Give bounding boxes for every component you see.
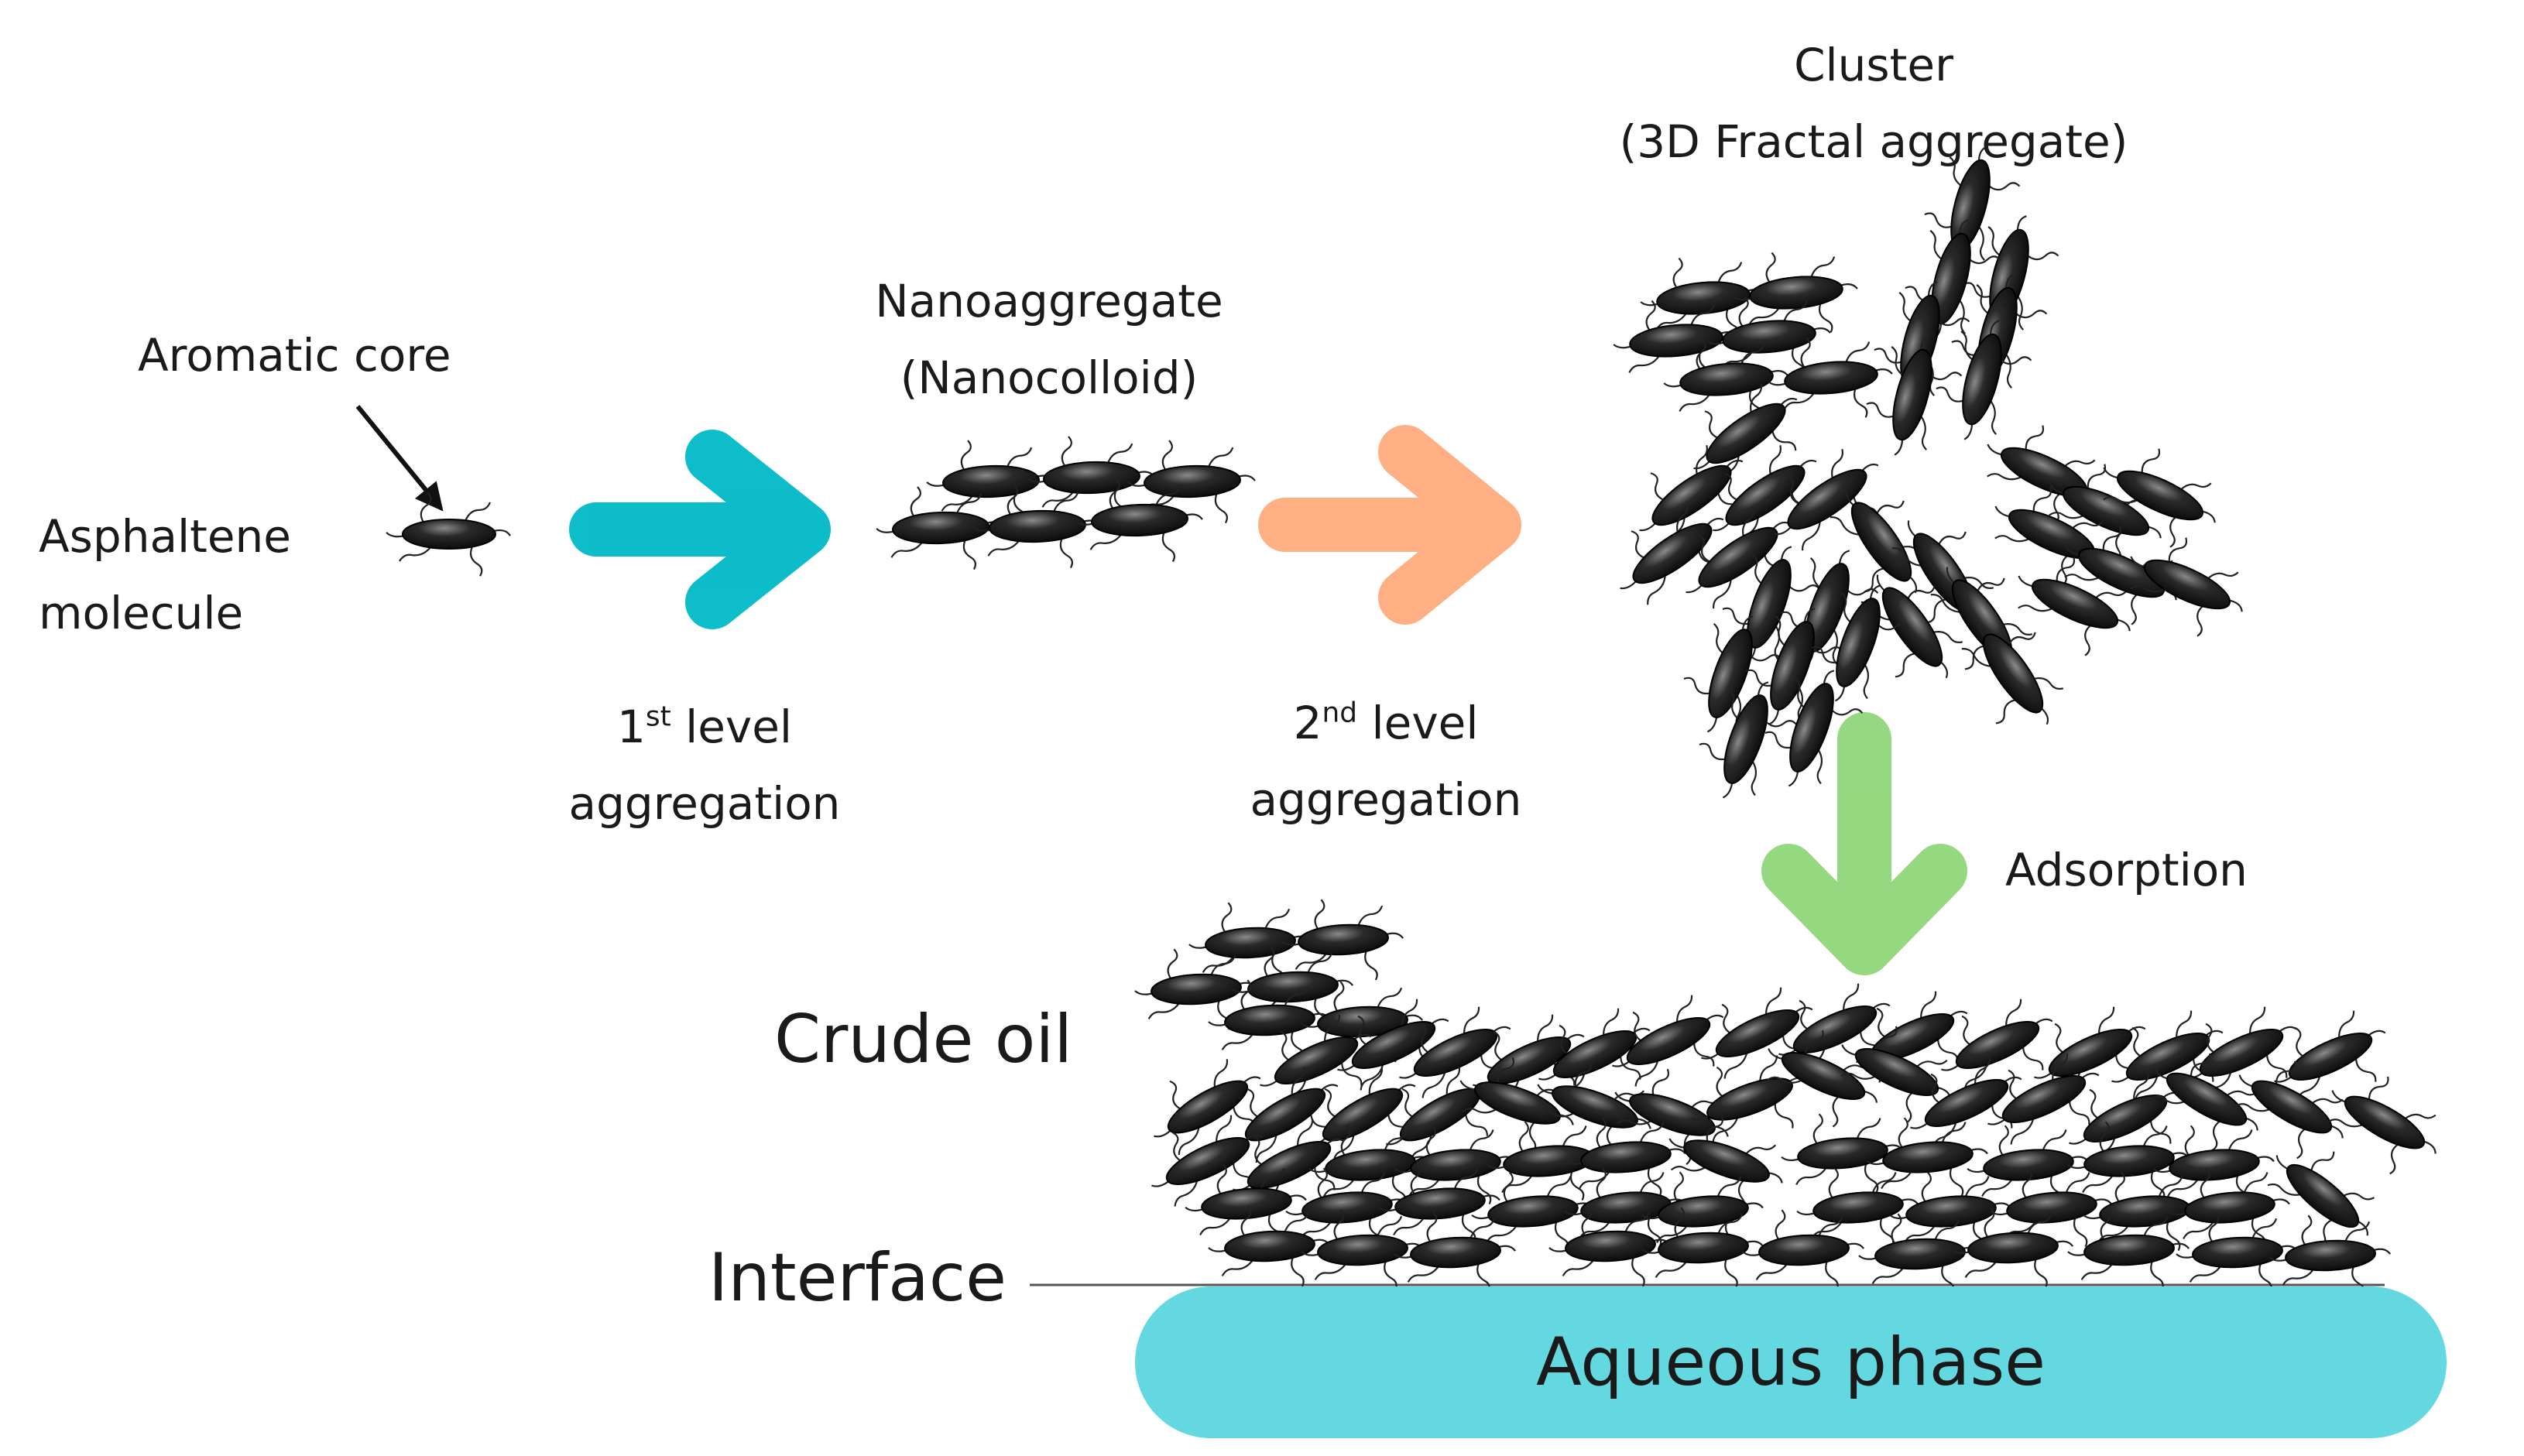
asphaltene-molecule-icon	[1308, 1067, 1416, 1163]
asphaltene-molecule-icon	[1990, 1167, 2112, 1248]
first-level-arrow	[569, 430, 831, 629]
first-level-aggregation-label: 1st level aggregation	[534, 689, 875, 841]
asphaltene-molecule-icon	[876, 486, 1004, 570]
asphaltene-molecule-icon	[1742, 1209, 1865, 1291]
asphaltene-molecule-icon	[1564, 1117, 1686, 1197]
asphaltene-molecule-icon	[2018, 557, 2131, 656]
asphaltene-molecule-icon	[1768, 337, 1893, 418]
interfacial-film-molecules	[1134, 899, 2437, 1297]
asphaltene-molecule-icon	[1614, 1068, 1729, 1166]
asphaltene-molecule-icon	[1134, 948, 1257, 1030]
asphaltene-molecule-icon	[1796, 1167, 1919, 1248]
asphaltene-molecule-icon	[1668, 1115, 1783, 1212]
asphaltene-molecule-icon	[1260, 1014, 1372, 1106]
asphaltene-molecule-icon	[2067, 1209, 2190, 1291]
asphaltene-molecule-icon	[1733, 252, 1858, 333]
asphaltene-molecule-icon	[1612, 995, 1724, 1087]
asphaltene-molecule-icon	[1706, 296, 1831, 377]
asphaltene-molecule-icon	[1075, 478, 1203, 563]
asphaltene-molecule-icon	[1987, 1053, 2100, 1145]
asphaltene-molecule-icon	[2130, 537, 2243, 637]
interface-label: Interface	[708, 1239, 1007, 1317]
asphaltene-molecule-icon	[1767, 1029, 1878, 1128]
asphaltene-molecule-icon	[1722, 546, 1821, 663]
nano-line2: (Nanocolloid)	[900, 351, 1199, 404]
aqueous-phase-region: Aqueous phase	[1135, 1286, 2447, 1438]
asphaltene-molecule-icon	[1208, 1205, 1331, 1287]
asphaltene-molecule-icon	[1691, 1055, 1807, 1142]
asphaltene-molecule-icon	[1961, 621, 2064, 725]
first-level-line2: aggregation	[568, 776, 841, 830]
asphaltene-molecule-icon	[2150, 1053, 2258, 1152]
cluster-line1: Cluster	[1794, 39, 1953, 91]
second-level-arrow	[1258, 425, 1521, 625]
asphaltene-molecule-icon	[1285, 1167, 1408, 1248]
asphaltene-molecule-icon	[1764, 670, 1864, 787]
second-level-line2: aggregation	[1250, 773, 1522, 826]
asphaltene-molecule-icon	[386, 492, 511, 577]
cluster-line2: (3D Fractal aggregate)	[1619, 115, 2128, 168]
single-molecule	[386, 492, 511, 577]
first-level-line1: 1st level	[616, 701, 793, 753]
crude-oil-label: Crude oil	[774, 1001, 1073, 1078]
asphaltene-molecule-icon	[2267, 1151, 2375, 1249]
asphaltene-molecule-icon	[1154, 1059, 1261, 1156]
asphaltene-molecule-icon	[2235, 1060, 2344, 1160]
asphaltene-molecule-icon	[1811, 584, 1910, 702]
second-level-line1: 2nd level	[1293, 697, 1479, 749]
second-level-aggregation-label: 2nd level aggregation	[1216, 685, 1556, 838]
asphaltene-molecule-icon	[1641, 1207, 1764, 1289]
asphaltene-molecule-icon	[1471, 1171, 1593, 1252]
asphaltene-molecule-icon	[1620, 502, 1724, 605]
asphaltene-molecule-icon	[1858, 1213, 1981, 1295]
aqueous-phase-label: Aqueous phase	[1535, 1324, 2046, 1401]
asphaltene-molecule-icon	[2269, 1214, 2392, 1297]
asphaltene-molecule-icon	[1699, 681, 1798, 799]
asphaltene-molecule-icon	[1548, 1205, 1672, 1287]
asphaltene-molecule-icon	[1866, 335, 1963, 456]
asphaltene-molecule-icon	[1780, 550, 1879, 667]
aromatic-core-pointer	[355, 405, 444, 512]
nano-line1: Nanoaggregate	[875, 275, 1223, 327]
asphaltene-molecule-icon	[1459, 1057, 1574, 1154]
asphaltene-molecule-icon	[1781, 1113, 1903, 1194]
asphaltene-molecule-icon	[1301, 1209, 1424, 1291]
cluster-label: Cluster (3D Fractal aggregate)	[1564, 27, 2183, 180]
asphaltene-molecule-icon	[2111, 1010, 2224, 1102]
asphaltene-line1: Asphaltene	[39, 510, 291, 563]
asphaltene-molecule-icon	[1693, 382, 1798, 485]
asphaltene-molecule-icon	[1951, 1207, 2074, 1289]
adsorption-arrow	[1761, 712, 1967, 975]
asphaltene-molecule-icon	[2103, 448, 2216, 548]
aromatic-core-label: Aromatic core	[138, 329, 451, 382]
asphaltene-molecule-icon	[1337, 999, 1449, 1091]
nanoaggregate-molecules	[876, 436, 1256, 570]
asphaltene-molecule-label: Asphaltene molecule	[39, 498, 291, 651]
asphaltene-molecule-icon	[2328, 1076, 2437, 1175]
asphaltene-molecule-icon	[2067, 1121, 2190, 1201]
asphaltene-line2: molecule	[39, 586, 244, 639]
asphaltene-molecule-icon	[2274, 1010, 2386, 1102]
cluster-molecules	[1613, 146, 2243, 799]
asphaltene-molecule-icon	[1663, 338, 1788, 420]
asphaltene-molecule-icon	[2152, 1125, 2275, 1205]
nanoaggregate-label: Nanoaggregate (Nanocolloid)	[844, 263, 1254, 416]
asphaltene-molecule-icon	[1941, 999, 2053, 1091]
asphaltene-molecule-icon	[1394, 1125, 1516, 1205]
asphaltene-molecule-icon	[1231, 1067, 1339, 1163]
asphaltene-molecule-icon	[1686, 506, 1790, 609]
asphaltene-molecule-icon	[1394, 1211, 1517, 1293]
adsorption-label: Adsorption	[2005, 844, 2248, 896]
asphaltene-molecule-icon	[2176, 1211, 2299, 1293]
asphaltene-molecule-icon	[1840, 1026, 1952, 1124]
asphaltene-molecule-icon	[1281, 899, 1404, 981]
asphaltene-molecule-icon	[1936, 320, 2032, 440]
asphaltene-molecule-icon	[1866, 1117, 1988, 1197]
asphaltene-molecule-icon	[1683, 615, 1782, 733]
